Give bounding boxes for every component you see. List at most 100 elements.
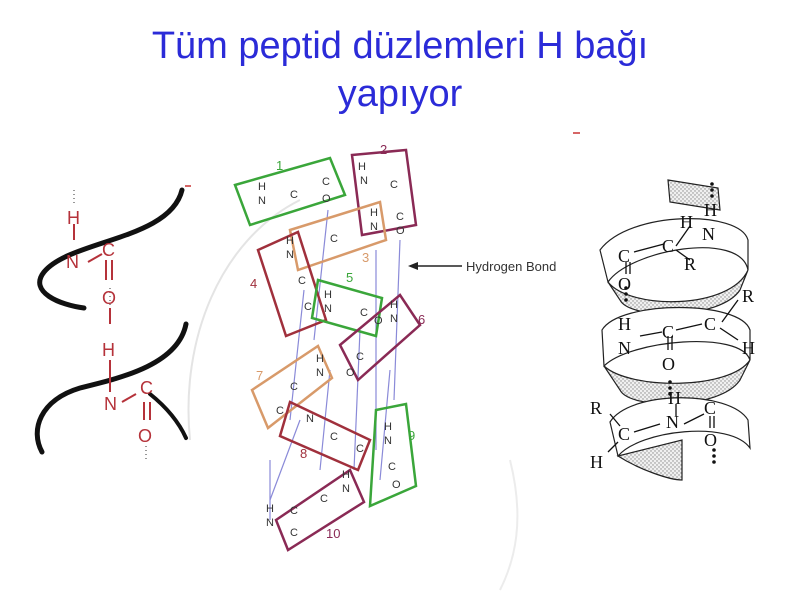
left-helix-curve-2 xyxy=(34,321,189,455)
helix-h-bottom: H xyxy=(590,452,603,472)
unit-number-1: 1 xyxy=(276,158,283,173)
svg-text:N: N xyxy=(324,303,332,315)
svg-text:H: H xyxy=(258,181,266,193)
unit-box-3 xyxy=(288,200,388,272)
helix-h-top-1: H xyxy=(704,200,717,220)
svg-text:N: N xyxy=(370,221,378,233)
slide-title: Tüm peptid düzlemleri H bağı yapıyor xyxy=(0,22,800,118)
svg-text:N: N xyxy=(286,249,294,261)
unit-number-9: 9 xyxy=(408,428,415,443)
unit-box-5 xyxy=(310,278,384,338)
svg-text:O: O xyxy=(346,367,355,379)
svg-text:N: N xyxy=(258,195,266,207)
svg-text:H: H xyxy=(342,469,350,481)
svg-text:H: H xyxy=(358,161,366,173)
svg-text:C: C xyxy=(322,176,330,188)
svg-text:C: C xyxy=(320,493,328,505)
unit-number-5: 5 xyxy=(346,270,353,285)
unit-box-4 xyxy=(256,230,328,338)
svg-text:C: C xyxy=(290,381,298,393)
unit-number-7: 7 xyxy=(256,368,263,383)
helix-n-low: N xyxy=(666,412,679,432)
helix-h-mid: H xyxy=(618,314,631,334)
unit-number-4: 4 xyxy=(250,276,257,291)
svg-text:C: C xyxy=(356,443,364,455)
helix-r-right: R xyxy=(742,286,754,306)
unit-box-8 xyxy=(278,400,372,472)
left-h-2: H xyxy=(102,340,115,360)
svg-text:C: C xyxy=(298,275,306,287)
svg-text:N: N xyxy=(390,313,398,325)
svg-text:H: H xyxy=(286,235,294,247)
helix-n-mid: N xyxy=(618,338,631,358)
helix-c-low-right: C xyxy=(704,398,716,418)
svg-text:C: C xyxy=(360,307,368,319)
svg-text:N: N xyxy=(342,483,350,495)
helix-h-top-2: H xyxy=(680,212,693,232)
svg-text:C: C xyxy=(388,461,396,473)
svg-text:H: H xyxy=(324,289,332,301)
svg-text:C: C xyxy=(304,301,312,313)
svg-text:O: O xyxy=(322,193,331,205)
svg-text:N: N xyxy=(306,413,314,425)
svg-text:C: C xyxy=(390,179,398,191)
helix-o-low: O xyxy=(704,430,717,450)
svg-text:O: O xyxy=(396,225,405,237)
helix-o-left-top: O xyxy=(618,274,631,294)
left-o-1: O xyxy=(102,288,116,308)
unit-number-6: 6 xyxy=(418,312,425,327)
svg-text:N: N xyxy=(384,435,392,447)
unit-number-2: 2 xyxy=(380,142,387,157)
unit-box-7 xyxy=(250,344,334,430)
svg-text:C: C xyxy=(276,405,284,417)
left-c-1: C xyxy=(102,240,115,260)
helix-h-low: H xyxy=(668,388,681,408)
svg-text:C: C xyxy=(290,505,298,517)
helix-o-mid: O xyxy=(662,354,675,374)
unit-box-1 xyxy=(233,156,347,227)
svg-text:C: C xyxy=(396,211,404,223)
unit-number-3: 3 xyxy=(362,250,369,265)
svg-text:H: H xyxy=(370,207,378,219)
helix-c-mid: C xyxy=(662,322,674,342)
helix-c-top: C xyxy=(662,236,674,256)
unit-box-9 xyxy=(368,402,418,508)
svg-text:H: H xyxy=(384,421,392,433)
svg-text:H: H xyxy=(316,353,324,365)
title-line-1: Tüm peptid düzlemleri H bağı xyxy=(151,25,649,67)
hydrogen-bond-label: Hydrogen Bond xyxy=(466,259,556,274)
left-helix-curve-3 xyxy=(148,392,188,440)
svg-text:C: C xyxy=(290,527,298,539)
svg-text:C: C xyxy=(330,233,338,245)
svg-text:H: H xyxy=(390,299,398,311)
svg-text:N: N xyxy=(360,175,368,187)
helix-r-top: R xyxy=(684,254,696,274)
left-h-1: H xyxy=(67,208,80,228)
svg-text:N: N xyxy=(266,517,274,529)
helix-h-right: H xyxy=(742,338,755,358)
unit-box-10 xyxy=(274,468,366,552)
svg-text:C: C xyxy=(356,351,364,363)
svg-text:H: H xyxy=(266,503,274,515)
left-o-2: O xyxy=(138,426,152,446)
svg-text:C: C xyxy=(290,189,298,201)
svg-text:O: O xyxy=(374,315,383,327)
left-helix-diagram: H N C O H N C O xyxy=(34,187,189,462)
unit-box-6 xyxy=(338,293,422,383)
unit-number-10: 10 xyxy=(326,526,340,541)
helix-c-left-top: C xyxy=(618,246,630,266)
unit-number-8: 8 xyxy=(300,446,307,461)
title-line-2: yapıyor xyxy=(337,73,463,115)
alpha-helix-ribbon-diagram: H H N C C O R R H N C C H O H R N C C O … xyxy=(590,179,755,481)
helix-c-low-left: C xyxy=(618,424,630,444)
left-helix-curve-1 xyxy=(37,187,185,311)
helix-r-low: R xyxy=(590,398,602,418)
left-c-2: C xyxy=(140,378,153,398)
svg-text:O: O xyxy=(392,479,401,491)
helix-n-top: N xyxy=(702,224,715,244)
left-n-1: N xyxy=(66,252,79,272)
svg-text:N: N xyxy=(316,367,324,379)
helix-c-right-mid: C xyxy=(704,314,716,334)
